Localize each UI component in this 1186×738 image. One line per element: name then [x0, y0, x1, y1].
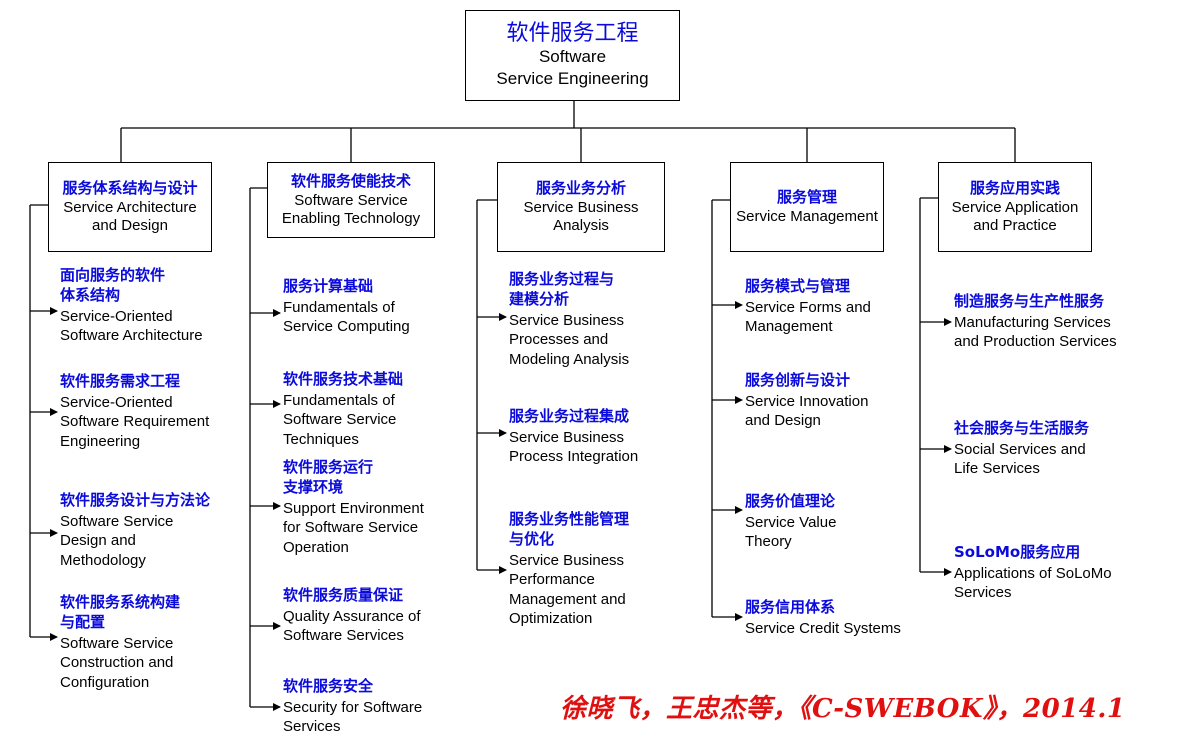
topic-item: 软件服务技术基础 Fundamentals of Software Service…	[283, 370, 403, 449]
topic-title-zh: 软件服务运行 支撑环境	[283, 458, 374, 496]
topic-title-zh: 服务计算基础	[283, 277, 374, 295]
root-title-zh: 软件服务工程	[506, 20, 639, 46]
root-title-en: Software Service Engineering	[496, 47, 649, 89]
topic-title-zh: 软件服务需求工程	[60, 372, 181, 390]
topic-item: 服务价值理论 Service Value Theory	[745, 492, 836, 552]
category-title-en: Service Business Analysis	[523, 199, 639, 234]
topic-item: 软件服务设计与方法论 Software Service Design and Me…	[60, 491, 210, 570]
topic-title-zh: 服务信用体系	[745, 598, 836, 616]
category-title-en: Software Service Enabling Technology	[281, 192, 421, 227]
category-title-zh: 服务业务分析	[535, 179, 626, 198]
topic-item: 服务业务过程集成 Service Business Process Integra…	[509, 407, 638, 467]
topic-title-en: Social Services and Life Services	[954, 440, 1086, 478]
topic-item: 软件服务质量保证 Quality Assurance of Software Se…	[283, 586, 421, 646]
topic-title-zh: 服务业务过程与 建模分析	[509, 270, 615, 308]
category-title-en: Service Application and Practice	[951, 199, 1079, 234]
category-box-4: 服务管理 Service Management	[730, 162, 884, 252]
topic-title-en: Support Environment for Software Service…	[283, 499, 424, 556]
topic-title-en: Service Forms and Management	[745, 298, 871, 336]
category-title-zh: 服务体系结构与设计	[62, 179, 198, 198]
topic-title-en: Software Service Design and Methodology	[60, 512, 174, 569]
topic-title-en: Software Service Construction and Config…	[60, 634, 174, 691]
topic-title-zh: 软件服务技术基础	[283, 370, 404, 388]
topic-item: 服务信用体系 Service Credit Systems	[745, 598, 901, 638]
topic-item: 服务创新与设计 Service Innovation and Design	[745, 371, 868, 431]
topic-title-en: Service Innovation and Design	[745, 392, 869, 430]
topic-title-en: Applications of SoLoMo Services	[954, 564, 1112, 602]
category-title-zh: 服务应用实践	[969, 179, 1060, 198]
category-title-zh: 服务管理	[776, 187, 837, 206]
topic-title-zh: 服务模式与管理	[745, 277, 851, 295]
topic-item: 软件服务需求工程 Service-Oriented Software Requir…	[60, 372, 209, 451]
topic-title-zh: 面向服务的软件 体系结构	[60, 266, 166, 304]
root-node: 软件服务工程 Software Service Engineering	[465, 10, 680, 101]
category-title-en: Service Management	[736, 208, 878, 225]
category-title-zh: 软件服务使能技术	[290, 172, 411, 191]
topic-title-en: Security for Software Services	[283, 698, 423, 736]
topic-title-en: Fundamentals of Software Service Techniq…	[283, 391, 397, 448]
topic-item: 服务模式与管理 Service Forms and Management	[745, 277, 871, 337]
topic-title-zh: 软件服务系统构建 与配置	[60, 593, 181, 631]
topic-title-zh: 服务价值理论	[745, 492, 836, 510]
topic-title-zh: 制造服务与生产性服务	[954, 292, 1105, 310]
topic-title-en: Manufacturing Services and Production Se…	[954, 313, 1117, 351]
topic-title-zh: 软件服务安全	[283, 677, 374, 695]
topic-title-en: Fundamentals of Service Computing	[283, 298, 410, 336]
topic-title-en: Service Business Processes and Modeling …	[509, 311, 630, 368]
topic-item: 软件服务安全 Security for Software Services	[283, 677, 422, 737]
topic-title-zh: 服务业务过程集成	[509, 407, 630, 425]
category-title-en: Service Architecture and Design	[63, 199, 197, 234]
topic-title-en: Service Credit Systems	[745, 619, 901, 637]
topic-title-en: Service Value Theory	[745, 513, 837, 551]
topic-title-zh: 软件服务质量保证	[283, 586, 404, 604]
topic-item: 制造服务与生产性服务 Manufacturing Services and Pro…	[954, 292, 1117, 352]
topic-title-en: Quality Assurance of Software Services	[283, 607, 421, 645]
topic-title-zh: 社会服务与生活服务	[954, 419, 1090, 437]
topic-title-zh: 服务创新与设计	[745, 371, 851, 389]
topic-title-zh: 软件服务设计与方法论	[60, 491, 211, 509]
topic-title-zh: SoLoMo服务应用	[954, 543, 1081, 561]
topic-title-en: Service Business Performance Management …	[509, 551, 626, 628]
topic-title-zh: 服务业务性能管理 与优化	[509, 510, 630, 548]
topic-item: 社会服务与生活服务 Social Services and Life Servic…	[954, 419, 1089, 479]
topic-item: 服务计算基础 Fundamentals of Service Computing	[283, 277, 410, 337]
topic-title-en: Service Business Process Integration	[509, 428, 639, 466]
credit-line: 徐晓飞，王忠杰等，《C-SWEBOK》，2014.1	[560, 694, 1126, 724]
topic-title-en: Service-Oriented Software Architecture	[60, 307, 203, 345]
topic-title-en: Service-Oriented Software Requirement En…	[60, 393, 210, 450]
topic-item: SoLoMo服务应用 Applications of SoLoMo Service…	[954, 543, 1112, 603]
